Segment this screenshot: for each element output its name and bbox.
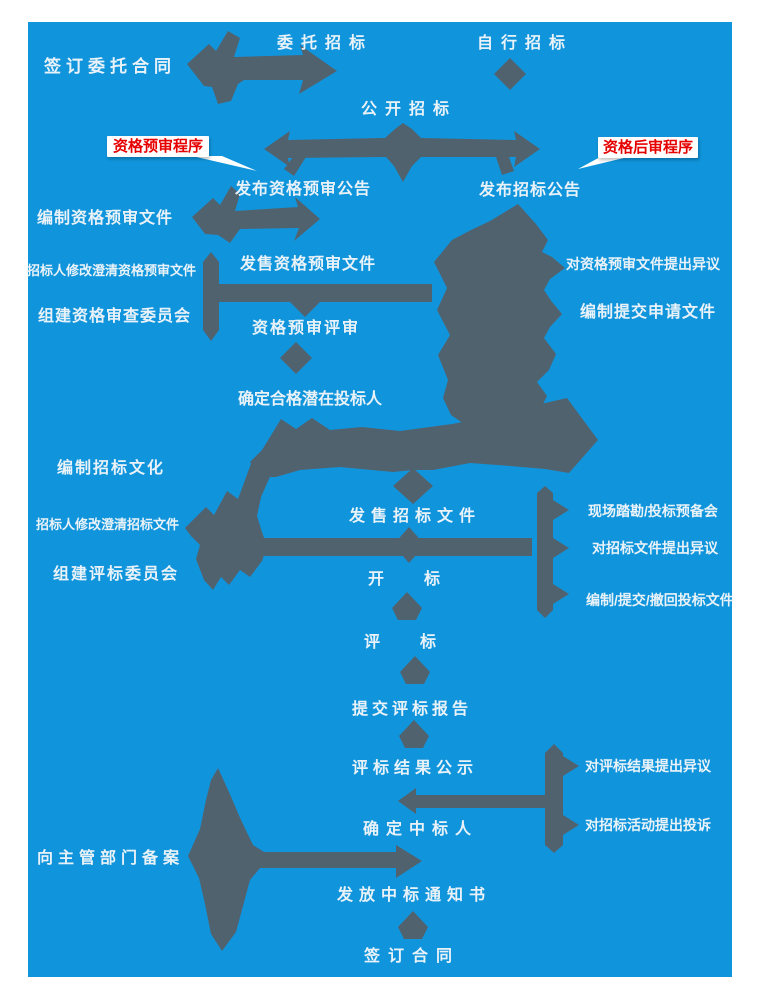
- arrow-entrust-to-delegate: [187, 31, 337, 104]
- node-prepare-prequal-documents: 编制资格预审文件: [37, 210, 174, 227]
- callout-prequalification-tail: [192, 156, 257, 171]
- node-modify-clarify-prequal-documents: 招标人修改澄清资格预审文件: [27, 263, 197, 278]
- connector-sell-bidding-diamond: [393, 527, 425, 563]
- node-publish-prequal-announcement: 发布资格预审公告: [235, 181, 372, 198]
- flowchart-panel: [28, 22, 732, 977]
- connector-notice-to-contract: [398, 911, 428, 939]
- node-prequal-evaluation: 资格预审评审: [252, 320, 361, 337]
- node-site-survey-pre-bid-meeting: 现场踏勘/投标预备会: [588, 503, 718, 519]
- node-sell-bidding-documents: 发售招标文件: [349, 508, 482, 525]
- node-objection-prequal-documents: 对资格预审文件提出异议: [566, 256, 720, 272]
- node-modify-clarify-bidding-documents: 招标人修改澄清招标文件: [36, 517, 180, 532]
- node-prepare-submit-withdraw-bid-documents: 编制/提交/撤回投标文件: [586, 592, 734, 608]
- arrow-split-left-foot: [284, 157, 306, 176]
- connector-prequal-evaluation-diamond: [280, 342, 312, 374]
- callout-prequalification: 资格预审程序: [107, 136, 209, 157]
- node-form-bid-evaluation-committee: 组建评标委员会: [53, 566, 180, 583]
- node-bid-opening: 开标: [368, 571, 481, 588]
- node-determine-winner: 确定中标人: [363, 821, 479, 838]
- node-prepare-submit-application-documents: 编制提交申请文件: [580, 304, 717, 321]
- arrow-open-bidding-split: [264, 123, 540, 182]
- arrow-swoosh-band: [250, 398, 598, 477]
- node-evaluation-result-publicity: 评标结果公示: [352, 760, 479, 777]
- node-file-with-authority: 向主管部门备案: [37, 850, 185, 867]
- arrow-split-right-foot: [496, 157, 514, 175]
- node-sign-contract: 签订合同: [364, 948, 461, 965]
- arrow-prepare-prequal-documents: [192, 186, 320, 243]
- connector-prequal-left-bar: [203, 252, 219, 341]
- node-determine-qualified-bidders: 确定合格潜在投标人: [238, 391, 383, 408]
- node-self-bidding: 自行招标: [477, 35, 574, 52]
- node-objection-evaluation-result: 对评标结果提出异议: [585, 758, 711, 774]
- node-open-bidding: 公开招标: [361, 101, 458, 118]
- node-prepare-bidding-documents: 编制招标文化: [57, 460, 166, 477]
- arrow-file-authority-funnel: [188, 768, 422, 951]
- connector-result-right-bar: [545, 744, 579, 853]
- connector-swoosh-diamond-tab: [393, 468, 433, 504]
- callout-postqualification-tail: [578, 156, 628, 169]
- node-form-qualification-review-committee: 组建资格审查委员会: [38, 308, 192, 325]
- node-publish-bidding-announcement: 发布招标公告: [479, 182, 582, 199]
- connector-bid-opening-to-evaluation: [392, 592, 422, 620]
- callout-postqualification: 资格后审程序: [598, 137, 698, 158]
- arrow-objection-to-publicity: [398, 788, 545, 814]
- arrow-bidding-documents-left-blob: [185, 449, 273, 590]
- connector-prequal-horizontal-bar: [219, 284, 432, 302]
- connector-evaluation-to-report: [400, 656, 430, 684]
- node-bid-evaluation: 评标: [364, 634, 477, 651]
- arrow-bidding-announcement-blob: [434, 204, 565, 428]
- node-complaint-bidding-activity: 对招标活动提出投诉: [585, 817, 711, 833]
- node-entrust-contract: 签订委托合同: [44, 57, 176, 76]
- node-objection-bidding-documents: 对招标文件提出异议: [592, 540, 718, 556]
- connector-report-to-publicity: [399, 720, 429, 748]
- node-sell-prequal-documents: 发售资格预审文件: [240, 256, 377, 273]
- node-issue-award-notice: 发放中标通知书: [337, 887, 492, 904]
- connector-prequal-diamond: [289, 285, 321, 317]
- connector-right-bar-three-arrowheads: [537, 486, 569, 618]
- node-delegate-bidding: 委托招标: [277, 35, 374, 52]
- connector-self-bidding-diamond: [494, 58, 526, 90]
- node-submit-evaluation-report: 提交评标报告: [352, 701, 473, 718]
